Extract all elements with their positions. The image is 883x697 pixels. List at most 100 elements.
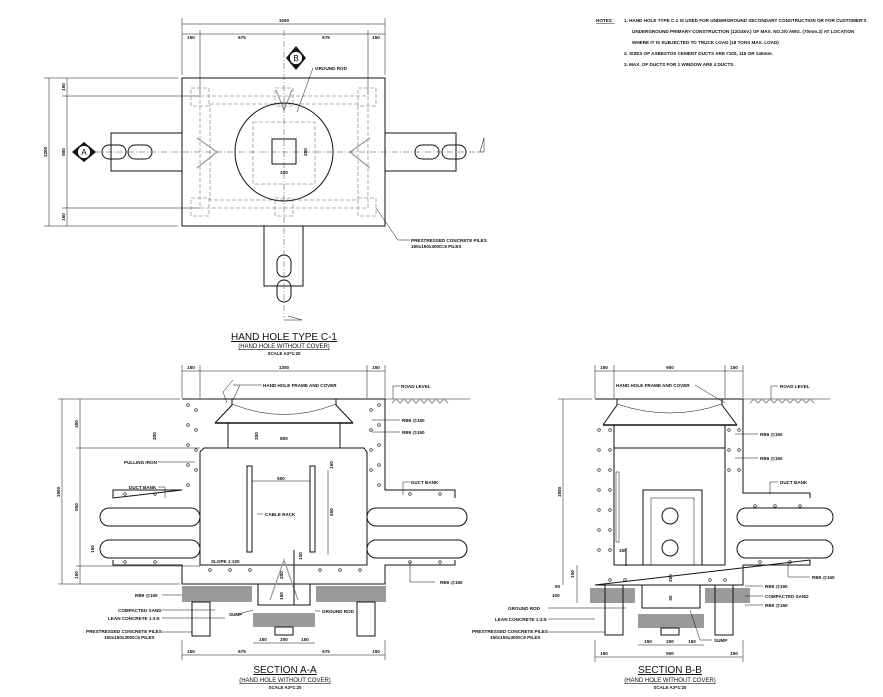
label-sump: SUMP (229, 612, 242, 617)
dim-neck: 200 (254, 432, 259, 440)
dim-overall-height: 1800 (56, 486, 61, 497)
dim-overall-height: 1800 (557, 486, 562, 497)
dim-sump-depth: 200 (279, 571, 284, 579)
dim-top: 150 (372, 35, 380, 40)
concrete-pile (274, 626, 294, 636)
label-slope: SLOPE 1:100 (211, 559, 240, 564)
section-a-outer-wall (112, 398, 456, 585)
dim-bottom: 150 (730, 651, 738, 656)
dim-left: 150 (61, 83, 66, 91)
section-marker-a[interactable]: A (72, 142, 96, 162)
duct-pipe (736, 539, 834, 559)
section-cut-arrow-icon (284, 315, 303, 321)
note-line: 1. HAND HOLE TYPE C-1 IS USED FOR UNDERG… (624, 18, 866, 23)
duct-pipe (99, 539, 201, 559)
sump (641, 585, 701, 609)
dim-sump-width: 200 (280, 637, 288, 642)
label-rb9: RB9 @150 (765, 584, 788, 589)
dim-top: 675 (322, 35, 330, 40)
label-piles-spec: 150x150x3000=6 PILES (490, 635, 540, 640)
cable-rack (309, 465, 316, 553)
dim-sump-width: 150 (301, 637, 309, 642)
dim-bottom: 150 (187, 649, 195, 654)
section-b-subtitle: (HAND HOLE WITHOUT COVER) (624, 678, 716, 684)
dim-step: 150 (570, 570, 575, 578)
label-lean-concrete: LEAN CONCRETE 1:3:5 (495, 617, 547, 622)
label-rb9: RB9 @150 (135, 593, 158, 598)
dim-slab: 200 (152, 432, 157, 440)
dim-top: 150 (187, 35, 195, 40)
label-road-level: ROAD LEVEL (401, 384, 431, 389)
label-duct-bank: DUCT BANK (411, 480, 439, 485)
duct-window-block (642, 489, 703, 566)
dim-left: 900 (61, 148, 66, 156)
dim-bottom: 675 (238, 649, 246, 654)
marker-b-label: B (293, 54, 298, 63)
label-piles-spec: 150x150x3000=6 PILES (104, 635, 154, 640)
dim-step: 150 (619, 548, 627, 553)
section-a-a: 150 1350 150 ROAD LEVEL 1800 400 950 150 (56, 365, 470, 690)
dim-sump-bottom: 50 (668, 595, 673, 601)
section-b-title: SECTION B-B (638, 665, 702, 676)
dim-top: 900 (666, 365, 674, 370)
concrete-pile (660, 627, 680, 636)
dim-left: 100 (552, 593, 560, 598)
label-piles: PRESTRESSED CONCRETE PILES (86, 629, 162, 634)
dim-left: 950 (74, 503, 79, 511)
label-compacted-sand: COMPACTED SAND (765, 594, 809, 599)
compacted-sand-layer (316, 586, 386, 602)
rebar-dots (597, 428, 802, 582)
section-cut-arrow-icon (478, 137, 485, 153)
label-frame-cover: HAND HOLE FRAME AND COVER (616, 383, 690, 388)
road-level-symbol (749, 398, 815, 404)
concrete-pile (604, 584, 624, 636)
pile-marker (190, 87, 210, 107)
label-rb9: RB9 @150 (765, 603, 788, 608)
plan-scale: SCALE A3=1:20 (268, 351, 301, 356)
dim-sump-bottom: 150 (279, 592, 284, 600)
ladder-rail (615, 471, 620, 543)
dim-top: 150 (372, 365, 380, 370)
label-duct-bank: DUCT BANK (780, 480, 808, 485)
section-b-scale: SCALE A3=1:20 (654, 685, 687, 690)
label-frame-cover: HAND HOLE FRAME AND COVER (263, 383, 337, 388)
dim-sump-depth: 200 (668, 574, 673, 582)
sump (257, 584, 311, 606)
dim-bottom: 150 (600, 651, 608, 656)
section-marker-b[interactable]: B (286, 46, 306, 70)
dim-sump-width: 150 (259, 637, 267, 642)
lean-concrete-layer (638, 614, 704, 628)
dim-sump-width: 150 (688, 639, 696, 644)
concrete-pile (191, 601, 211, 637)
dim-sump-width: 150 (644, 639, 652, 644)
dim-top: 675 (238, 35, 246, 40)
label-rb9: RB9 @150 (402, 430, 425, 435)
label-compacted-sand: COMPACTED SAND (118, 608, 162, 613)
plan-view: 1650 150 675 675 150 1200 150 900 150 (43, 18, 487, 356)
dim-top: 150 (600, 365, 608, 370)
label-road-level: ROAD LEVEL (780, 384, 810, 389)
dim-duct-bottom: 150 (90, 545, 95, 553)
label-rb9: RB9 @150 (760, 456, 783, 461)
dim-rack-top: 150 (329, 461, 334, 469)
dim-sump-width: 200 (666, 639, 674, 644)
dim-left: 150 (74, 571, 79, 579)
concrete-pile (714, 584, 734, 636)
label-ground-rod: GROUND ROD (315, 66, 348, 71)
label-rb9: RB9 @150 (760, 432, 783, 437)
label-pulling-iron: PULLING IRON (124, 460, 158, 465)
dim-left: 150 (61, 213, 66, 221)
label-ground-rod: GROUND ROD (322, 609, 355, 614)
pile-marker (190, 197, 210, 217)
label-piles: PRESTRESSED CONCRETE PILES (411, 238, 487, 243)
concrete-pile (356, 601, 376, 637)
dim-top: 1350 (279, 365, 290, 370)
notes-block: NOTES : 1. HAND HOLE TYPE C-1 IS USED FO… (596, 18, 866, 67)
section-a-title: SECTION A-A (253, 665, 317, 676)
label-duct-bank: DUCT BANK (129, 485, 157, 490)
duct-pipe (366, 539, 468, 559)
note-line: UNDERGROUND PRIMARY CONSTRUCTION (12/24k… (632, 29, 855, 34)
road-level-symbol (391, 398, 449, 404)
duct-pipe (366, 507, 468, 527)
